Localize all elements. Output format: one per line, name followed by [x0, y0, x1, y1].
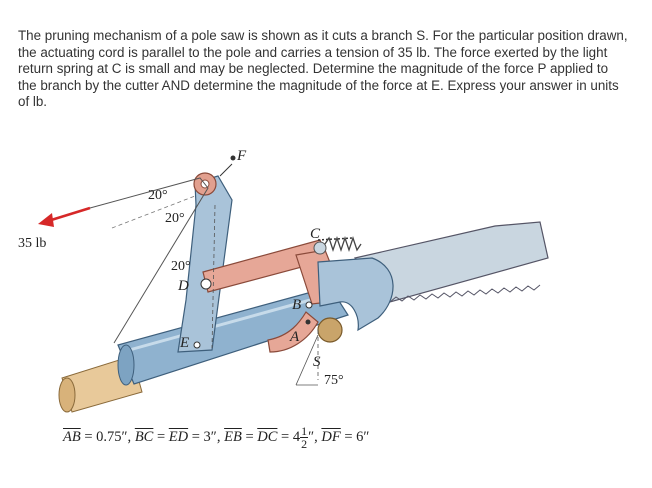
label-f: F	[236, 148, 247, 164]
actuating-cord	[89, 177, 209, 344]
fraction-denominator: 2	[301, 437, 308, 451]
force-arrow	[38, 206, 91, 227]
return-spring	[324, 235, 362, 253]
pole-tube	[117, 286, 349, 386]
centerline	[211, 204, 216, 349]
pin-d	[200, 278, 212, 290]
branch-s	[317, 317, 343, 343]
eq-sign-2: =	[241, 428, 258, 445]
label-s: S	[313, 354, 321, 370]
label-angle-4: 75°	[324, 373, 344, 388]
label-angle-3: 20°	[171, 259, 191, 274]
seg-bc: BC	[134, 428, 154, 445]
seg-ab: AB	[63, 428, 81, 445]
problem-statement: The pruning mechanism of a pole saw is s…	[18, 28, 630, 111]
label-c: C	[310, 226, 321, 242]
label-e: E	[179, 335, 189, 351]
eq-sign-1: =	[153, 428, 169, 445]
label-35lb: 35 lb	[18, 236, 46, 251]
pin-e	[193, 341, 201, 349]
label-angle-2: 20°	[165, 211, 185, 226]
seg-eb: EB	[224, 428, 242, 445]
seg-ab-value: = 0.75″,	[80, 428, 135, 445]
pin-f	[230, 155, 236, 161]
seg-ed-value: = 3″,	[188, 428, 225, 445]
pin-a	[305, 319, 311, 325]
label-b: B	[292, 297, 301, 313]
seg-dc-value: = 4	[277, 428, 301, 445]
problem-paragraph: The pruning mechanism of a pole saw is s…	[18, 28, 628, 110]
label-a: A	[289, 329, 300, 345]
pin-b	[305, 301, 313, 309]
seg-df-value: = 6″	[340, 428, 370, 445]
seg-df: DF	[321, 428, 341, 445]
label-d: D	[177, 278, 189, 294]
angle-75-line	[295, 334, 319, 386]
seg-dc-unit: ″,	[308, 428, 322, 445]
seg-ed: ED	[168, 428, 189, 445]
label-angle-1: 20°	[148, 188, 168, 203]
seg-dc: DC	[257, 428, 278, 445]
fraction-numerator: 1	[300, 424, 309, 438]
